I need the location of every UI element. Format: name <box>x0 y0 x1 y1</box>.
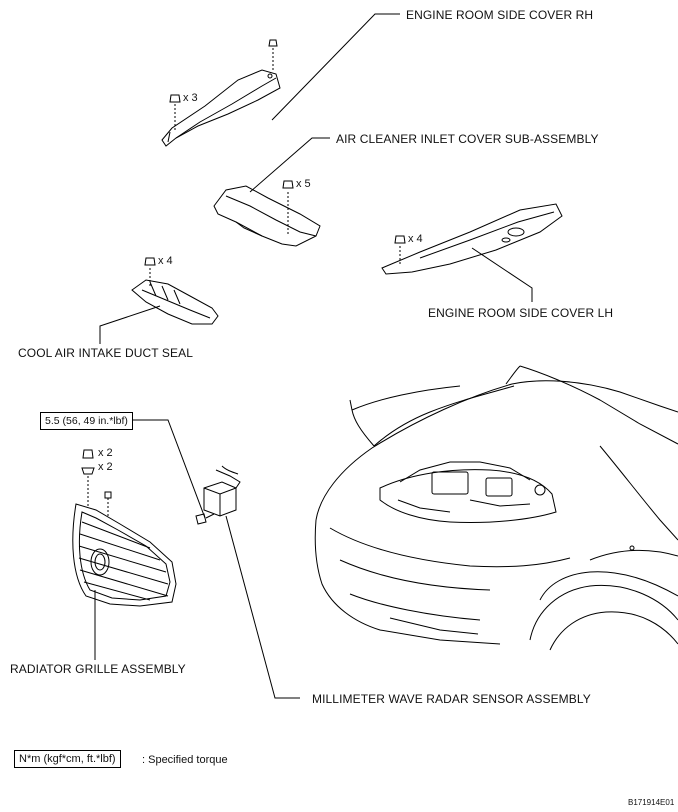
qty-grille-clips-b: x 2 <box>98 461 113 473</box>
label-cool-air-intake-duct-seal: COOL AIR INTAKE DUCT SEAL <box>18 346 193 360</box>
figure-id: B171914E01 <box>628 798 675 807</box>
vehicle-front <box>314 365 678 651</box>
radiator-grille-assembly <box>72 503 177 607</box>
engine-room-side-cover-rh <box>161 39 281 147</box>
engine-room-side-cover-lh <box>381 203 563 275</box>
qty-lh-cover-clips: x 4 <box>408 233 423 245</box>
label-engine-room-side-cover-lh: ENGINE ROOM SIDE COVER LH <box>428 306 614 320</box>
leader-torque <box>132 419 206 519</box>
label-air-cleaner-inlet-cover: AIR CLEANER INLET COVER SUB-ASSEMBLY <box>336 132 599 146</box>
air-cleaner-inlet-cover <box>213 180 321 247</box>
legend-description: : Specified torque <box>142 754 228 766</box>
leader-radar <box>225 515 300 699</box>
qty-grille-clips-a: x 2 <box>98 447 113 459</box>
leader-rh-cover <box>271 13 400 121</box>
label-millimeter-wave-radar-sensor: MILLIMETER WAVE RADAR SENSOR ASSEMBLY <box>312 692 591 706</box>
qty-air-cleaner-clips: x 5 <box>296 178 311 190</box>
millimeter-wave-radar-sensor <box>195 465 241 525</box>
leader-lh-cover <box>471 247 533 302</box>
label-radiator-grille-assembly: RADIATOR GRILLE ASSEMBLY <box>10 662 186 676</box>
leader-air-cleaner <box>249 137 330 193</box>
grille-clips <box>81 449 112 518</box>
cool-air-intake-duct-seal <box>131 257 219 325</box>
label-engine-room-side-cover-rh: ENGINE ROOM SIDE COVER RH <box>406 8 594 22</box>
legend-unit-box: N*m (kgf*cm, ft.*lbf) <box>14 750 121 768</box>
qty-rh-cover-clips: x 3 <box>183 92 198 104</box>
torque-spec-radar-bolt: 5.5 (56, 49 in.*lbf) <box>40 412 133 430</box>
qty-duct-seal-clips: x 4 <box>158 255 173 267</box>
leader-duct-seal <box>99 305 161 344</box>
